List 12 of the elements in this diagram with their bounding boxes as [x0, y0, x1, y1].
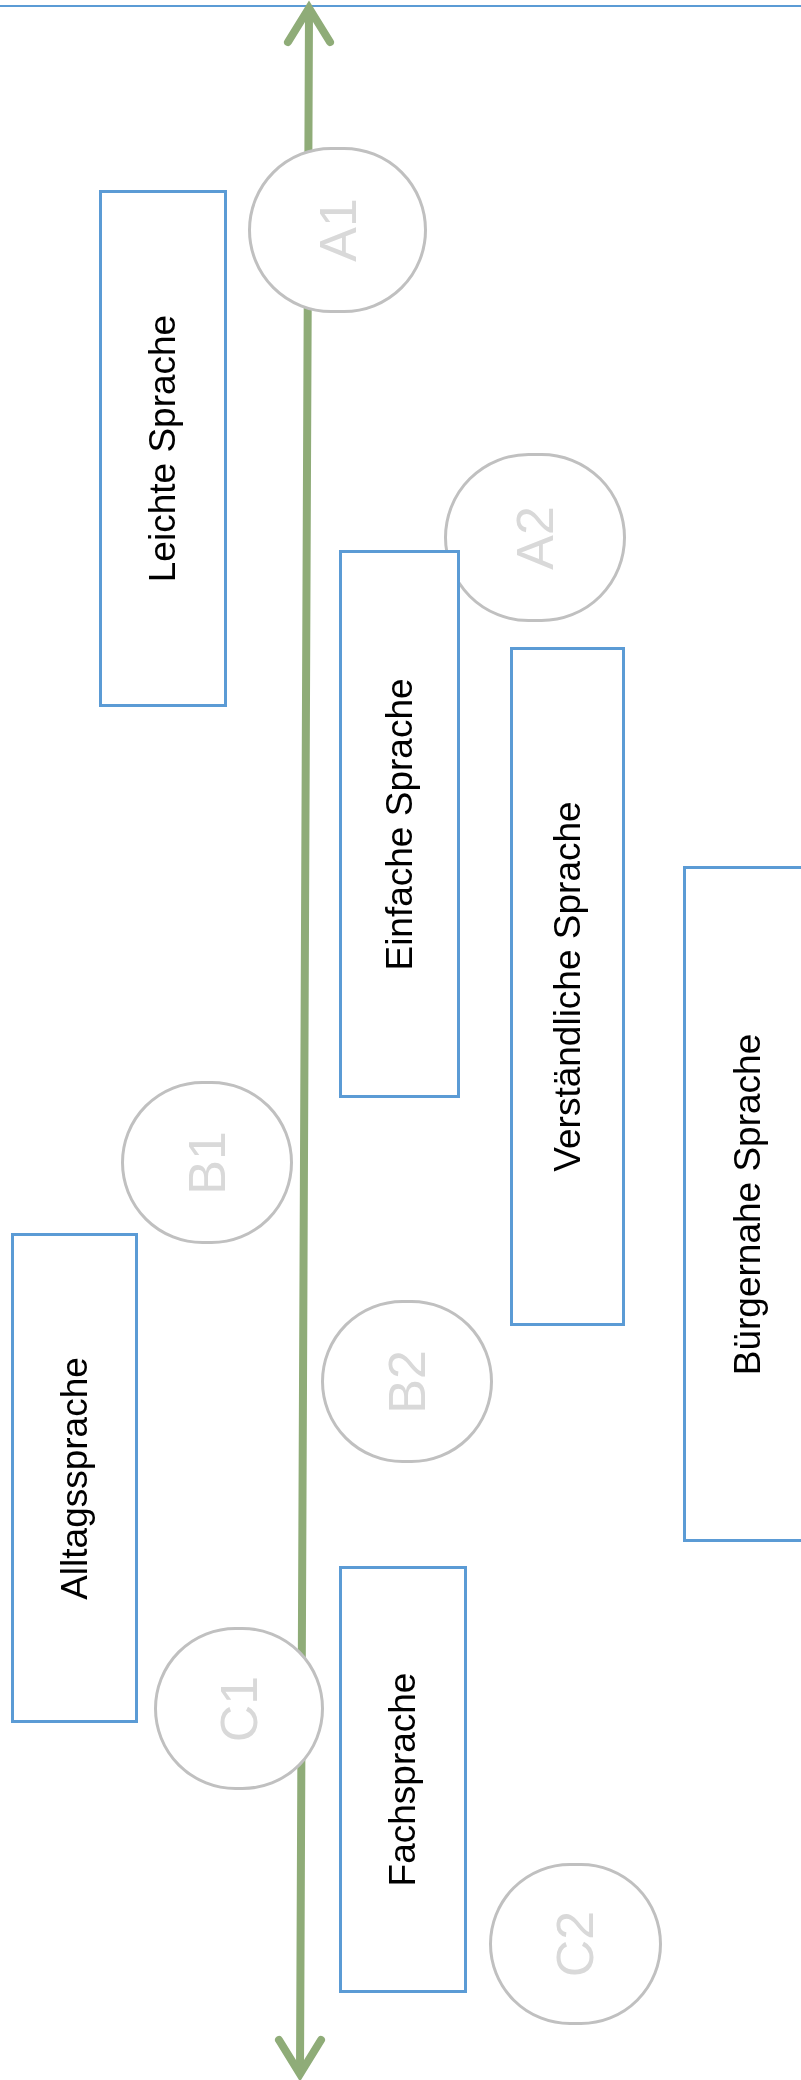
language-label: Leichte Sprache — [144, 314, 182, 583]
language-label: Fachsprache — [384, 1672, 422, 1887]
language-label: Alltagssprache — [56, 1356, 93, 1600]
language-box — [11, 1233, 138, 1723]
language-box — [339, 1566, 467, 1993]
language-box — [339, 550, 460, 1098]
language-label: Einfache Sprache — [381, 677, 418, 971]
language-box — [510, 647, 625, 1326]
language-box — [99, 190, 227, 707]
language-label: Verständliche Sprache — [549, 801, 586, 1172]
language-box — [683, 866, 801, 1542]
language-label: Bürgernahe Sprache — [729, 1033, 767, 1375]
